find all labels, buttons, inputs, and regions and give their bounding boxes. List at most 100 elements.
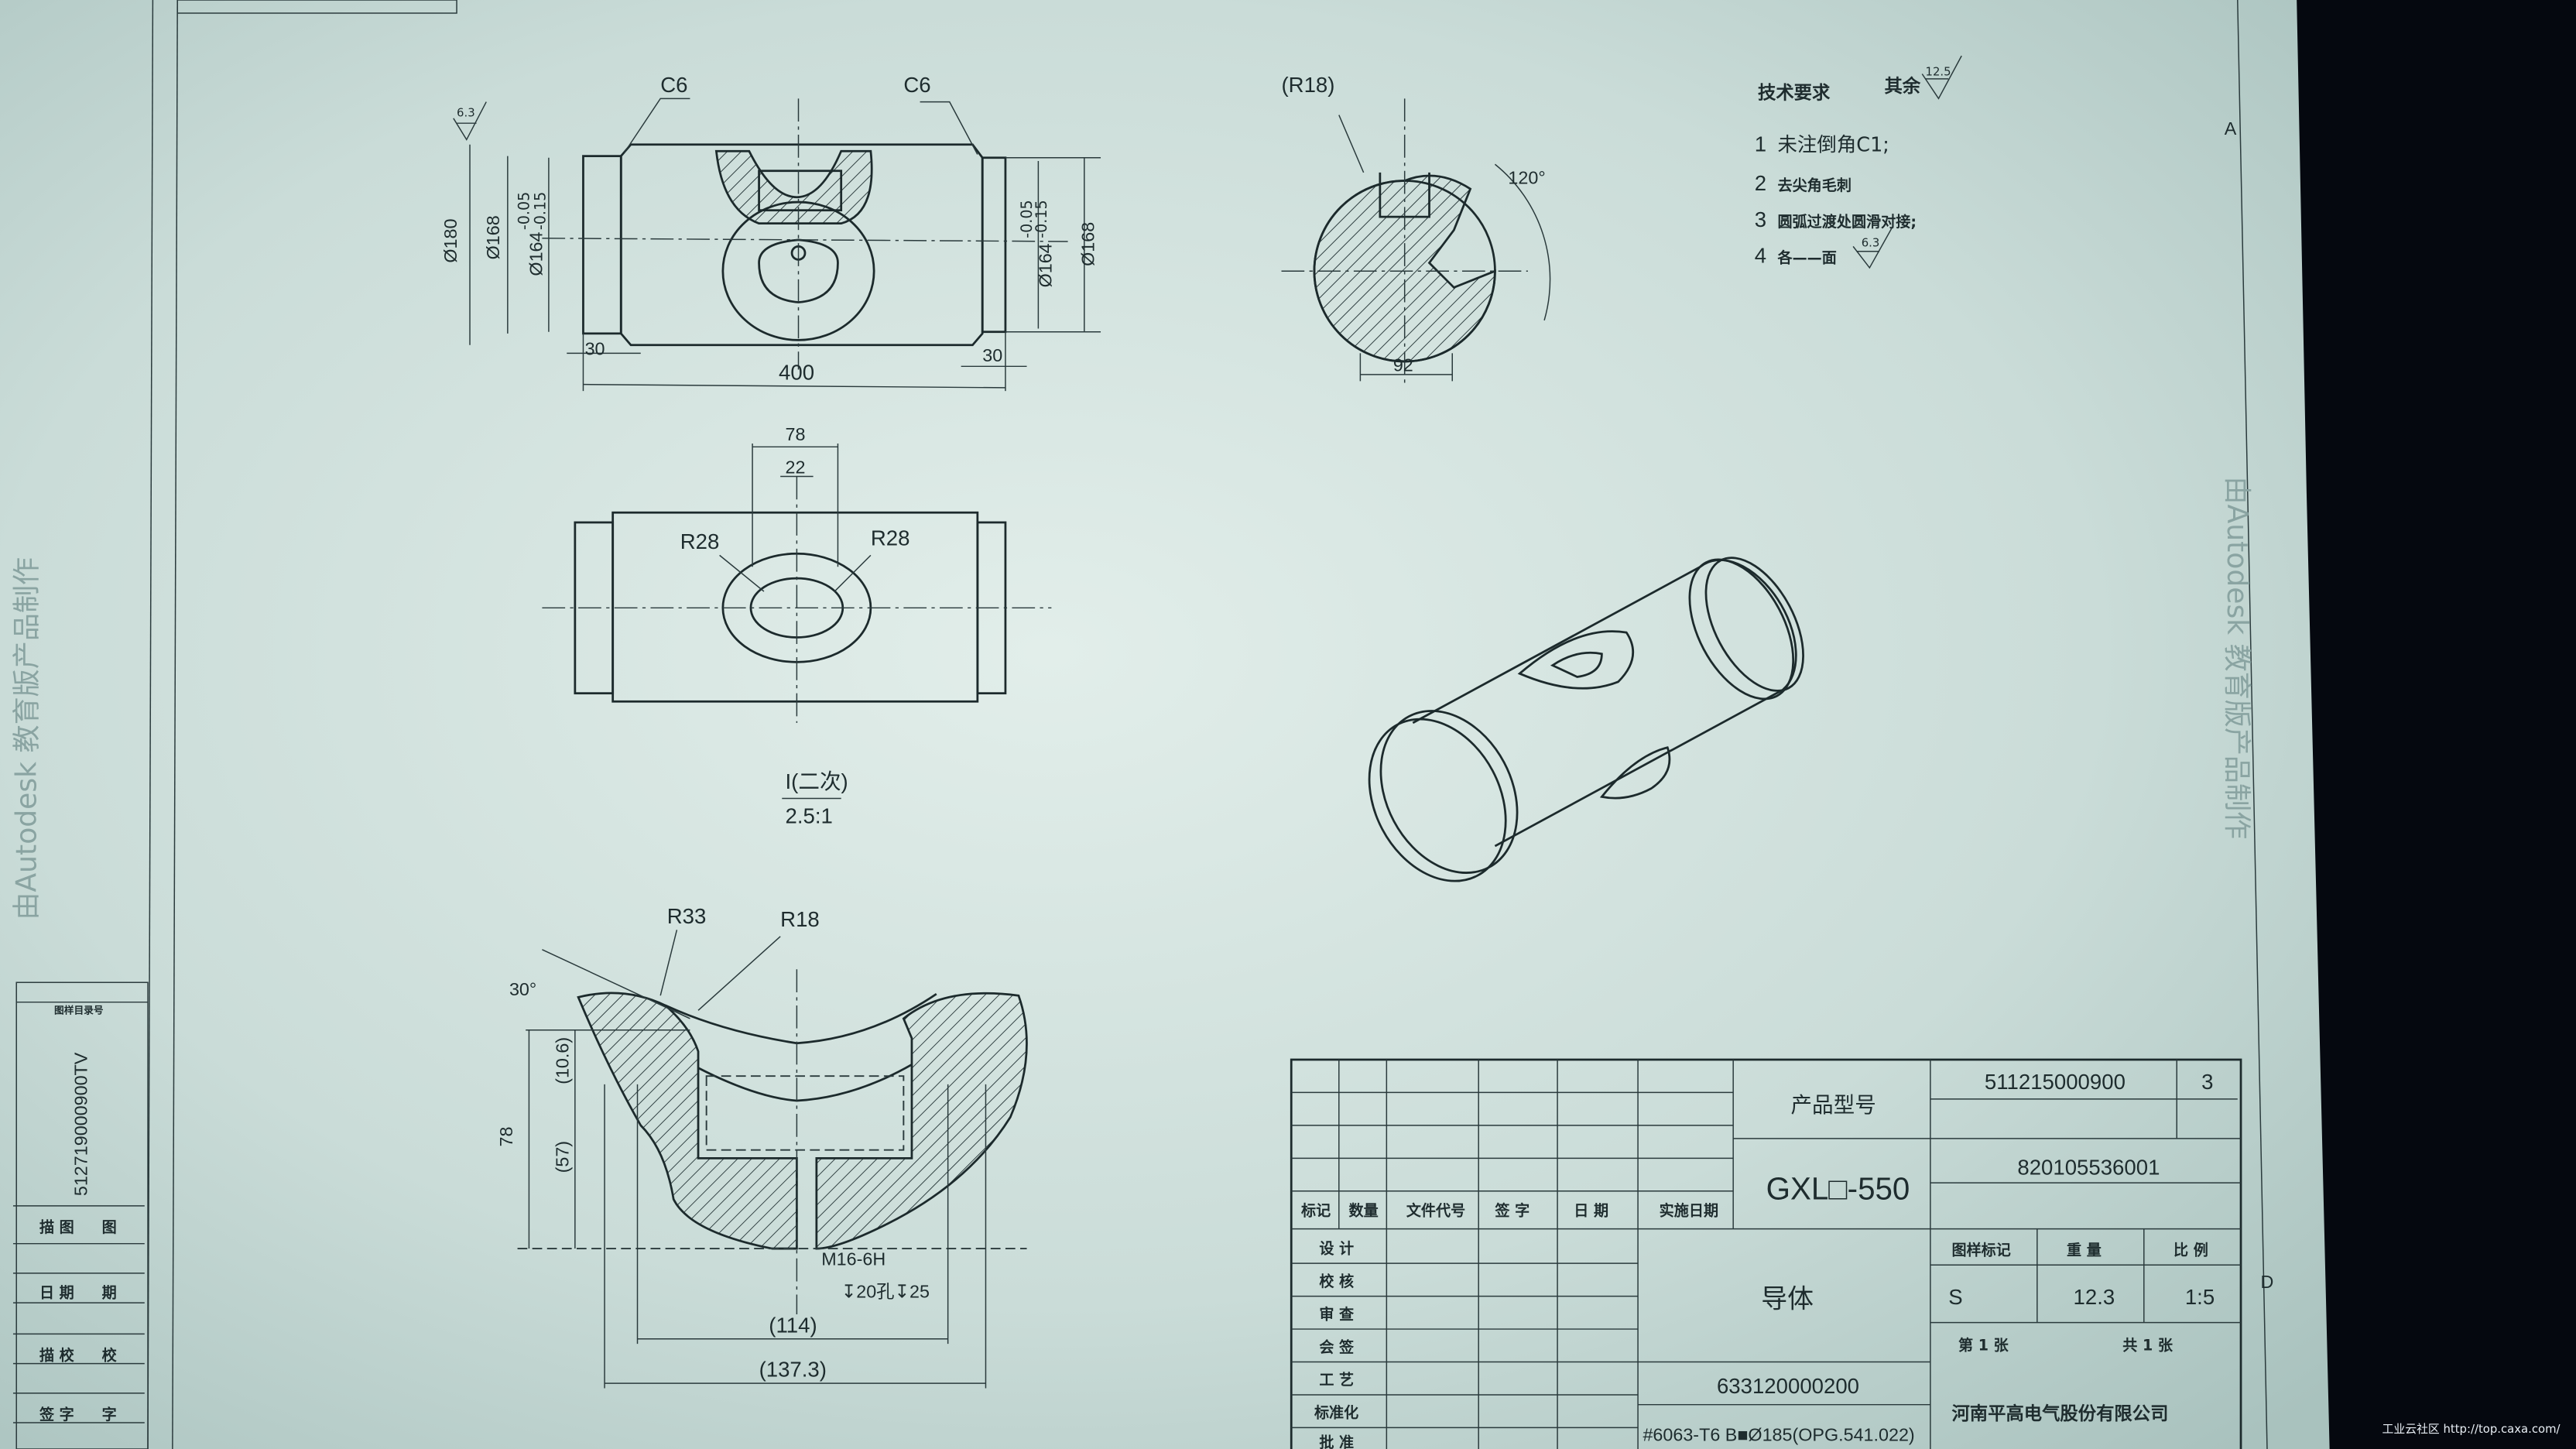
detail-scale: 2.5:1 <box>786 803 833 827</box>
svg-text:1: 1 <box>1755 132 1766 156</box>
svg-text:78: 78 <box>786 424 806 444</box>
footer-watermark: 工业云社区 http://top.caxa.com/ <box>2382 1422 2561 1436</box>
svg-text:河南平高电气股份有限公司: 河南平高电气股份有限公司 <box>1951 1403 2168 1424</box>
svg-text:633120000200: 633120000200 <box>1717 1374 1859 1398</box>
svg-text:Ø168: Ø168 <box>1078 222 1098 266</box>
svg-text:-0.05: -0.05 <box>515 192 533 230</box>
watermark-left: 由Autodesk 教育版产品制作 <box>11 557 43 920</box>
svg-text:圆弧过渡处圆滑对接;: 圆弧过渡处圆滑对接; <box>1777 213 1916 231</box>
svg-text:会 签: 会 签 <box>1319 1338 1355 1356</box>
svg-text:签 字: 签 字 <box>39 1406 74 1423</box>
svg-text:(57): (57) <box>552 1141 572 1173</box>
svg-text:30°: 30° <box>509 979 536 999</box>
svg-text:92: 92 <box>1393 355 1413 375</box>
svg-text:511215000900: 511215000900 <box>1985 1070 2126 1094</box>
svg-text:重 量: 重 量 <box>2067 1242 2102 1259</box>
svg-text:标准化: 标准化 <box>1314 1404 1358 1422</box>
svg-text:审 查: 审 查 <box>1319 1305 1355 1323</box>
svg-text:M16-6H: M16-6H <box>821 1249 886 1269</box>
svg-text:2: 2 <box>1755 171 1766 195</box>
svg-text:日 期: 日 期 <box>1574 1202 1608 1220</box>
svg-text:工 艺: 工 艺 <box>1319 1371 1354 1389</box>
svg-text:400: 400 <box>779 360 814 384</box>
border-mark-right: D <box>2260 1272 2273 1292</box>
svg-text:第 1 张: 第 1 张 <box>1958 1337 2009 1355</box>
detail-view: 78 (10.6) (57) 30° R33 R18 M16-6H ↧20孔↧2… <box>496 904 1028 1389</box>
svg-text:3: 3 <box>2201 1070 2213 1094</box>
svg-text:各——面: 各——面 <box>1776 249 1836 267</box>
section-view: (R18) 120° 92 <box>1281 73 1551 386</box>
svg-text:C6: C6 <box>660 73 687 97</box>
svg-text:12.5: 12.5 <box>1926 65 1951 79</box>
svg-text:共 1 张: 共 1 张 <box>2122 1337 2174 1355</box>
svg-text:Ø180: Ø180 <box>440 218 461 262</box>
svg-text:图样标记: 图样标记 <box>1951 1242 2010 1259</box>
technical-notes: 技术要求 其余 12.5 1 未注倒角C1; 2 去尖角毛刺 3 圆弧过渡处圆滑对接;… <box>1755 55 1962 269</box>
svg-text:技术要求: 技术要求 <box>1758 81 1831 103</box>
svg-text:#6063-T6 B■Ø185(OPG.541.022): #6063-T6 B■Ø185(OPG.541.022) <box>1643 1424 1914 1444</box>
top-view: 78 22 R28 R28 <box>542 424 1052 723</box>
svg-text:12.3: 12.3 <box>2074 1285 2115 1309</box>
svg-text:-0.05: -0.05 <box>1018 200 1036 238</box>
svg-text:C6: C6 <box>903 73 930 97</box>
svg-text:820105536001: 820105536001 <box>2017 1156 2160 1180</box>
svg-text:1:5: 1:5 <box>2185 1285 2215 1309</box>
svg-text:校 核: 校 核 <box>1319 1273 1354 1290</box>
svg-text:Ø164: Ø164 <box>1035 243 1055 287</box>
svg-text:↧20孔↧25: ↧20孔↧25 <box>841 1282 930 1302</box>
svg-text:(137.3): (137.3) <box>759 1358 827 1382</box>
svg-text:批 准: 批 准 <box>1319 1434 1354 1449</box>
svg-text:日 期: 日 期 <box>39 1284 74 1302</box>
detail-label: I(二次) <box>786 769 848 793</box>
svg-text:R28: R28 <box>871 526 910 550</box>
title-block: 标记 数量 文件代号 签 字 日 期 实施日期 设 计 校 核 审 查 会 签 … <box>1290 1058 2242 1449</box>
svg-text:图: 图 <box>102 1218 117 1236</box>
svg-text:30: 30 <box>982 345 1002 365</box>
svg-text:4: 4 <box>1755 244 1766 268</box>
svg-text:设 计: 设 计 <box>1319 1239 1354 1257</box>
svg-text:描 图: 描 图 <box>39 1218 74 1236</box>
svg-text:-0.15: -0.15 <box>532 192 550 230</box>
svg-text:GXL□-550: GXL□-550 <box>1766 1170 1910 1206</box>
svg-text:22: 22 <box>786 457 806 477</box>
svg-text:导体: 导体 <box>1761 1283 1814 1314</box>
svg-text:3: 3 <box>1755 207 1766 231</box>
svg-text:期: 期 <box>102 1284 117 1302</box>
svg-text:(10.6): (10.6) <box>552 1037 572 1084</box>
svg-text:未注倒角C1;: 未注倒角C1; <box>1777 133 1889 156</box>
svg-text:(114): (114) <box>769 1313 817 1337</box>
svg-text:R28: R28 <box>680 529 720 553</box>
svg-text:实施日期: 实施日期 <box>1660 1202 1718 1220</box>
svg-text:-0.15: -0.15 <box>1033 200 1050 238</box>
svg-text:签 字: 签 字 <box>1494 1202 1530 1220</box>
svg-text:R18: R18 <box>780 907 820 931</box>
svg-text:Ø168: Ø168 <box>483 215 503 259</box>
svg-text:(R18): (R18) <box>1282 73 1335 97</box>
svg-text:S: S <box>1948 1285 1962 1309</box>
svg-text:文件代号: 文件代号 <box>1406 1202 1465 1220</box>
svg-text:比 例: 比 例 <box>2174 1242 2208 1259</box>
svg-text:字: 字 <box>102 1406 117 1423</box>
svg-text:512719000900TV: 512719000900TV <box>70 1052 91 1196</box>
left-strip: 图样目录号 512719000900TV 描 图 图 日 期 期 描 校 校 签 字 字 <box>12 0 457 1449</box>
svg-text:Ø164: Ø164 <box>526 231 546 276</box>
svg-text:120°: 120° <box>1508 168 1545 188</box>
svg-text:78: 78 <box>496 1127 516 1147</box>
border-mark-top: A <box>2225 118 2237 139</box>
svg-text:图样目录号: 图样目录号 <box>54 1005 104 1017</box>
svg-text:描 校: 描 校 <box>39 1346 75 1364</box>
svg-text:其余: 其余 <box>1884 75 1920 97</box>
svg-text:数量: 数量 <box>1349 1202 1379 1220</box>
isometric-view <box>1368 557 1804 882</box>
svg-text:去尖角毛刺: 去尖角毛刺 <box>1777 176 1851 194</box>
svg-text:30: 30 <box>585 338 605 358</box>
svg-text:标记: 标记 <box>1300 1202 1331 1220</box>
svg-text:6.3: 6.3 <box>457 106 475 120</box>
front-view: C6 C6 6.3 Ø180 Ø168 Ø164 -0.05 -0.15 Ø16… <box>440 73 1101 392</box>
paper-sheet <box>0 0 2330 1449</box>
watermark-right: 由Autodesk 教育版产品制作 <box>2221 477 2253 840</box>
svg-text:校: 校 <box>102 1346 118 1364</box>
svg-text:产品型号: 产品型号 <box>1790 1092 1875 1118</box>
svg-text:6.3: 6.3 <box>1862 235 1880 249</box>
